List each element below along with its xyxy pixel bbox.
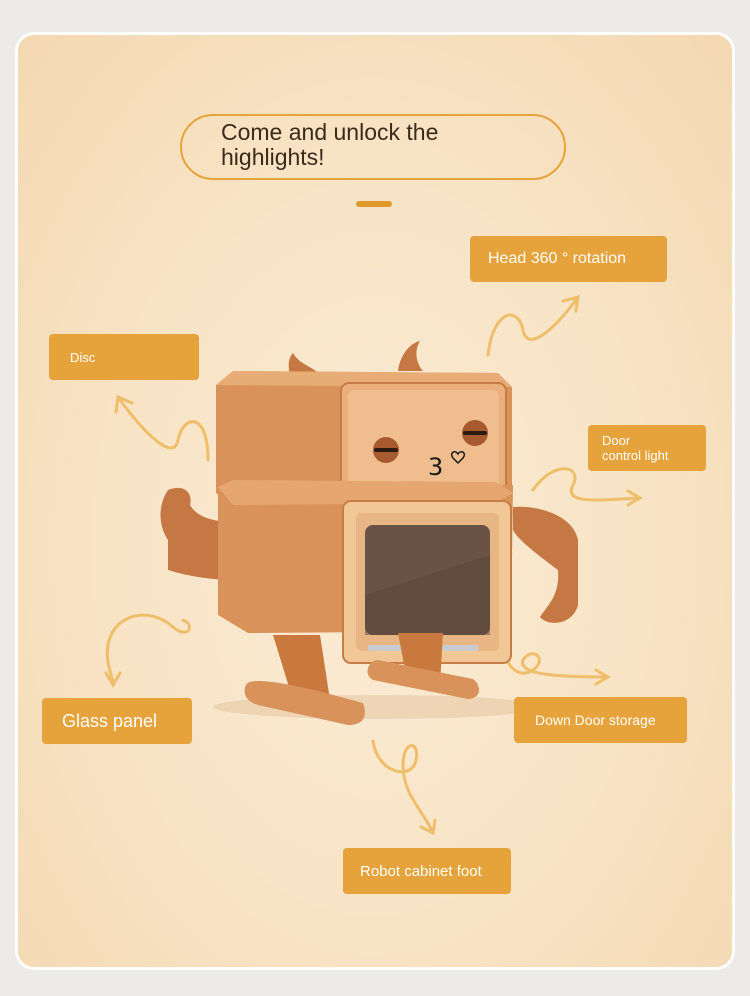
eye-right	[462, 420, 488, 446]
arrow-icon-glass	[104, 613, 191, 688]
arrow-icon-foot	[371, 739, 437, 836]
eye-left	[373, 437, 399, 463]
arrow-icon-head	[486, 294, 580, 357]
label-disc: Disc	[49, 334, 199, 380]
robot-feet	[244, 633, 480, 725]
robot-body	[218, 480, 513, 664]
arrow-icon-down	[501, 638, 611, 686]
label-disc-text: Disc	[70, 349, 96, 365]
arrow-icon-disc	[114, 394, 210, 462]
label-door-control-light: Door control light	[588, 425, 706, 471]
label-cabinet-foot: Robot cabinet foot	[343, 848, 511, 894]
arrow-icon-door	[531, 467, 643, 507]
label-head-rotation: Head 360 ° rotation	[470, 236, 667, 282]
heart-icon	[450, 451, 466, 465]
face-mouth: 3	[428, 453, 443, 481]
label-cabinet-foot-text: Robot cabinet foot	[360, 862, 482, 880]
label-glass-panel-text: Glass panel	[62, 710, 158, 731]
product-card: Come and unlock the highlights!	[18, 35, 732, 967]
divider-bar	[356, 201, 392, 207]
label-door-line-2: control light	[602, 448, 669, 463]
headline-line-1: Come and unlock the	[221, 119, 439, 145]
label-head-rotation-text: Head 360 ° rotation	[488, 250, 627, 267]
label-door-line-1: Door	[602, 433, 631, 448]
robot-head: 3	[216, 371, 512, 503]
right-arm	[513, 506, 578, 623]
headline-line-2: highlights!	[221, 144, 325, 170]
headline-pill: Come and unlock the highlights!	[180, 114, 566, 180]
robot-cabinet-illustration: 3	[104, 294, 643, 836]
label-down-door-storage: Down Door storage	[514, 697, 687, 743]
right-horn	[398, 341, 423, 371]
label-glass-panel: Glass panel	[42, 698, 192, 744]
label-down-door-text: Down Door storage	[535, 712, 656, 728]
